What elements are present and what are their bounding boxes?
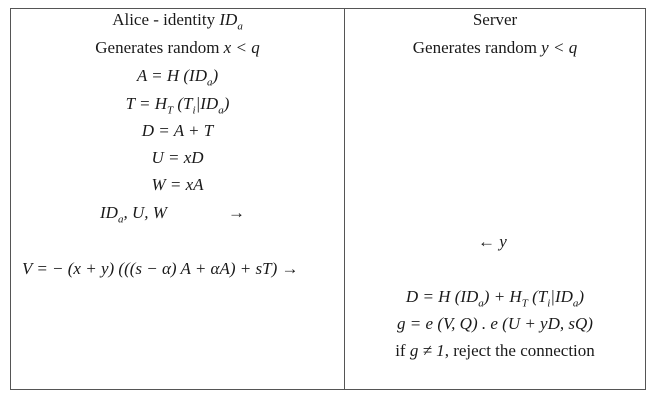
- alice-send-id-u-w: IDa, U, W: [100, 203, 167, 226]
- server-column-title: Server: [472, 10, 518, 29]
- right-arrow-icon: →: [281, 259, 299, 278]
- server-eq-g: g = e (V, Q) . e (U + yD, sQ): [397, 314, 593, 333]
- server-send-y: ← y: [478, 232, 507, 251]
- alice-eq-w: W = xA: [151, 175, 204, 194]
- server-reject-line: if g ≠ 1, reject the connection: [395, 341, 595, 360]
- left-arrow-icon: ←: [478, 232, 495, 251]
- alice-eq-v: V = − (x + y) (((s − α) A + αA) + sT) →: [22, 259, 299, 278]
- alice-column-title: Alice - identity IDa: [112, 10, 243, 33]
- right-arrow-icon: →: [228, 203, 245, 222]
- alice-eq-a: A = H (IDa): [136, 66, 219, 89]
- alice-eq-d: D = A + T: [141, 121, 214, 140]
- server-eq-d: D = H (IDa) + HT (Ti|IDa): [405, 287, 585, 310]
- protocol-table: [10, 8, 646, 390]
- column-divider: [344, 8, 345, 390]
- alice-eq-u: U = xD: [151, 148, 204, 167]
- alice-generate-line: Generates random x < q: [95, 38, 260, 57]
- alice-eq-t: T = HT (Ti|IDa): [125, 94, 230, 117]
- server-generate-line: Generates random y < q: [412, 38, 578, 57]
